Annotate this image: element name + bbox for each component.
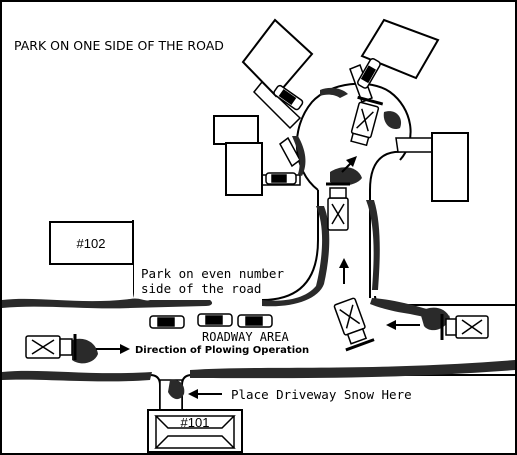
house-101 [147, 409, 243, 453]
car-culdesac-2 [273, 84, 304, 111]
car-culdesac-1 [265, 172, 297, 185]
direction-arrows [96, 156, 420, 399]
label-park-even-line1: Park on even number [141, 266, 284, 281]
plow-truck-side-street-lower [333, 297, 375, 352]
snow-truck-left-spray [72, 338, 98, 364]
arrow-plow-direction [96, 344, 130, 354]
snow-main-bottom-right [190, 360, 515, 379]
label-house-101: #101 [181, 415, 210, 430]
houses [49, 18, 469, 265]
parked-cars [149, 57, 381, 329]
snow-driveway-pile [168, 379, 185, 400]
house-nw [241, 18, 314, 98]
snow-piles [2, 87, 515, 400]
house-101-roof-top [154, 415, 236, 429]
label-house-102: #102 [77, 236, 106, 251]
house-w-small [213, 115, 259, 145]
car-parked-2 [197, 313, 233, 327]
arrow-driveway-snow [188, 389, 222, 399]
snow-main-top-left [2, 298, 213, 309]
house-101-outline [147, 409, 243, 453]
house-e [431, 132, 469, 202]
snow-side-east [366, 200, 380, 290]
cul-de-sac-bulb [295, 82, 412, 191]
arrow-right-truck [386, 320, 420, 330]
snow-culdesac-east [383, 111, 402, 130]
car-parked-3 [237, 314, 273, 328]
label-park-one-side: PARK ON ONE SIDE OF THE ROAD [14, 38, 224, 53]
plow-truck-side-street-upper [326, 182, 350, 231]
house-101-roof-bottom [154, 435, 236, 449]
label-roadway-area: ROADWAY AREA [202, 330, 289, 344]
snow-culdesac-west [292, 136, 306, 176]
side-street-east-curb [369, 149, 431, 298]
snow-culdesac-north [320, 87, 348, 98]
plow-truck-culdesac [350, 95, 384, 147]
plow-trucks [25, 95, 489, 360]
driveway-e-house [395, 137, 433, 153]
arrow-culdesac [341, 156, 357, 173]
label-plow-direction: Direction of Plowing Operation [135, 345, 309, 356]
driveway-102-fill [96, 264, 133, 304]
arrow-side-street-up [339, 258, 349, 284]
snow-main-bottom-left [2, 370, 152, 382]
house-w-large [225, 142, 263, 196]
driveway-nw-house [252, 80, 302, 130]
label-driveway-snow: Place Driveway Snow Here [231, 387, 412, 402]
snow-side-west [262, 206, 330, 307]
plow-truck-right [440, 314, 489, 340]
side-street-west-curb [261, 190, 319, 301]
house-102 [49, 221, 134, 265]
label-park-even-line2: side of the road [141, 281, 261, 296]
driveway-w-house-2 [279, 136, 301, 168]
plow-truck-main-road [25, 334, 77, 360]
car-culdesac-3 [357, 57, 381, 89]
snow-culdesac-center [330, 167, 362, 186]
car-parked-1 [149, 315, 185, 329]
